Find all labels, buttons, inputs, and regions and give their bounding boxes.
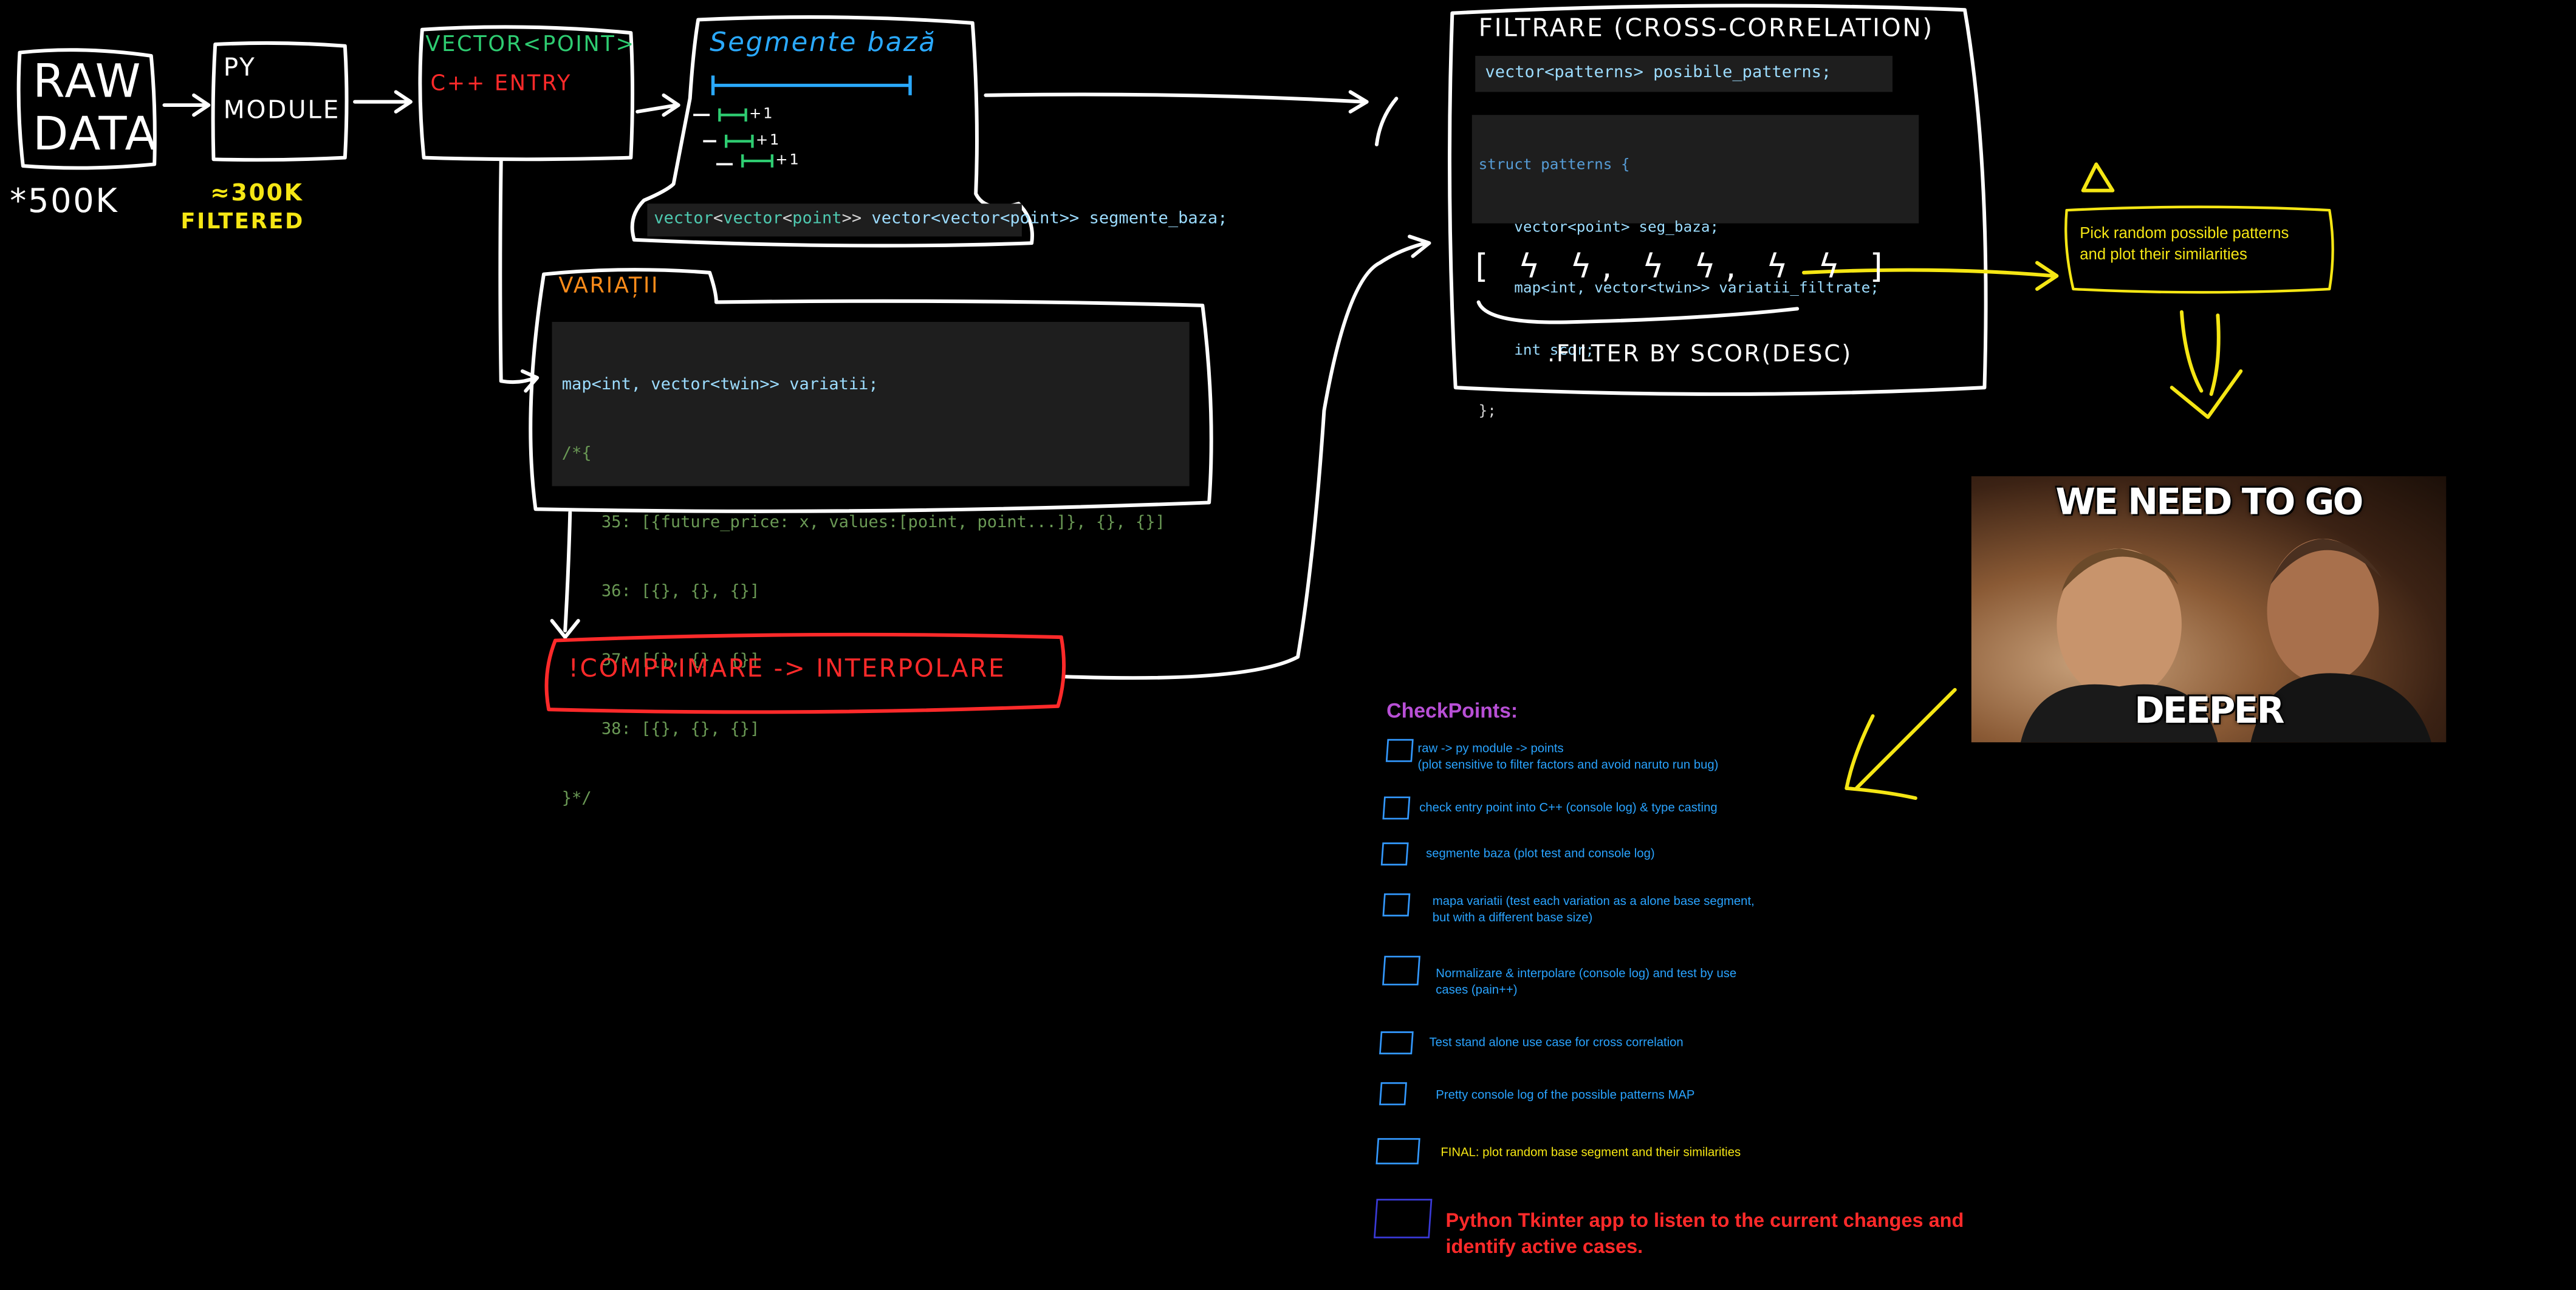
- checkpoint-checkbox-6[interactable]: [1379, 1031, 1414, 1054]
- variatii-line-0: /*{: [561, 445, 592, 463]
- filtrare-title: FILTRARE (CROSS-CORRELATION): [1478, 13, 1934, 43]
- segmente-code-text: vector<vector<point>> segmente_baza;: [871, 210, 1228, 228]
- checkpoint-label-6: Test stand alone use case for cross corr…: [1429, 1034, 1684, 1049]
- entry-sub: C++ ENTRY: [430, 72, 572, 97]
- py-line2: MODULE: [223, 95, 341, 125]
- checkpoint-label-7: Pretty console log of the possible patte…: [1436, 1087, 1695, 1102]
- py-filtered: FILTERED: [180, 210, 305, 235]
- struct-line-3: int scor;: [1478, 342, 1595, 359]
- filtrare-code-1-text: vector<patterns> posibile_patterns;: [1485, 64, 1832, 83]
- note-line2: and plot their similarities: [2080, 246, 2247, 265]
- struct-line-1: vector<point> seg_baza;: [1478, 219, 1719, 236]
- meme-bottom-text: DEEPER: [2134, 691, 2284, 732]
- checkpoint-checkbox-9[interactable]: [1373, 1198, 1433, 1238]
- checkpoints-title: CheckPoints:: [1386, 699, 1518, 723]
- meme-figures: [2020, 538, 2431, 743]
- py-module-label: PY MODULE: [224, 46, 340, 132]
- compress-label: !COMPRIMARE -> INTERPOLARE: [568, 654, 1006, 683]
- checkpoint-checkbox-8[interactable]: [1375, 1138, 1420, 1165]
- filtrare-sketch: [ ϟ ϟ, ϟ ϟ, ϟ ϟ ]: [1475, 246, 1893, 286]
- raw-data-line1: RAW: [33, 54, 143, 109]
- segmente-code: vector<vector<point>> vector<vector<poin…: [647, 203, 1228, 237]
- variatii-line-3: 37: [{}, {}, {}]: [561, 652, 760, 671]
- py-count: ≈300K: [210, 180, 304, 207]
- checkpoint-label-5: Normalizare & interpolare (console log) …: [1436, 965, 1737, 997]
- variatii-line-1: 35: [{future_price: x, values:[point, po…: [561, 514, 1165, 533]
- raw-data-line2: DATA: [33, 106, 158, 161]
- checkpoint-label-9: Python Tkinter app to listen to the curr…: [1445, 1209, 1964, 1258]
- variatii-title: VARIAȚII: [558, 274, 660, 299]
- checkpoint-checkbox-7[interactable]: [1379, 1082, 1407, 1105]
- variatii-code: map<int, vector<twin>> variatii; /*{ 35:…: [552, 321, 1190, 808]
- entry-title: VECTOR<POINT>: [425, 33, 635, 58]
- checkpoint-checkbox-5[interactable]: [1382, 955, 1420, 986]
- variatii-line-2: 36: [{}, {}, {}]: [561, 582, 760, 601]
- filtrare-filter-label: .FILTER BY SCOR(DESC): [1547, 341, 1852, 368]
- variatii-line-5: }*/: [561, 790, 592, 808]
- checkpoint-label-3: segmente baza (plot test and console log…: [1426, 845, 1655, 861]
- filtrare-code-1: vector<patterns> posibile_patterns;: [1475, 55, 1893, 92]
- segmente-mark-2: +1: [755, 133, 781, 150]
- raw-data-label: RAW DATA: [33, 54, 158, 161]
- checkpoint-label-4: mapa variatii (test each variation as a …: [1432, 893, 1755, 925]
- checkpoint-label-1: raw -> py module -> points (plot sensiti…: [1417, 740, 1719, 772]
- raw-count: *500K: [10, 180, 119, 220]
- variatii-line-4: 38: [{}, {}, {}]: [561, 721, 760, 739]
- py-line1: PY: [223, 52, 256, 83]
- checkpoint-checkbox-1[interactable]: [1385, 739, 1414, 762]
- checkpoint-checkbox-2[interactable]: [1382, 796, 1411, 820]
- meme-top-text: WE NEED TO GO: [2055, 482, 2363, 524]
- checkpoint-label-8: FINAL: plot random base segment and thei…: [1440, 1144, 1741, 1160]
- meme-image: WE NEED TO GO DEEPER: [1971, 476, 2447, 743]
- segmente-mark-1: +1: [749, 106, 775, 123]
- note-line1: Pick random possible patterns: [2080, 225, 2289, 244]
- note-box: Pick random possible patterns and plot t…: [2080, 224, 2289, 266]
- checkpoint-checkbox-4[interactable]: [1382, 893, 1411, 916]
- struct-line-4: };: [1478, 404, 1496, 421]
- struct-line-0: struct patterns {: [1478, 157, 1630, 174]
- variatii-decl: map<int, vector<twin>> variatii;: [561, 376, 879, 394]
- checkpoint-checkbox-3[interactable]: [1380, 842, 1409, 866]
- segmente-title: Segmente bază: [710, 26, 937, 58]
- checkpoint-label-2: check entry point into C++ (console log)…: [1419, 799, 1718, 815]
- segmente-mark-3: +1: [775, 152, 801, 169]
- struct-line-2: map<int, vector<twin>> variatii_filtrate…: [1478, 281, 1879, 298]
- filtrare-struct: struct patterns { vector<point> seg_baza…: [1471, 115, 1919, 420]
